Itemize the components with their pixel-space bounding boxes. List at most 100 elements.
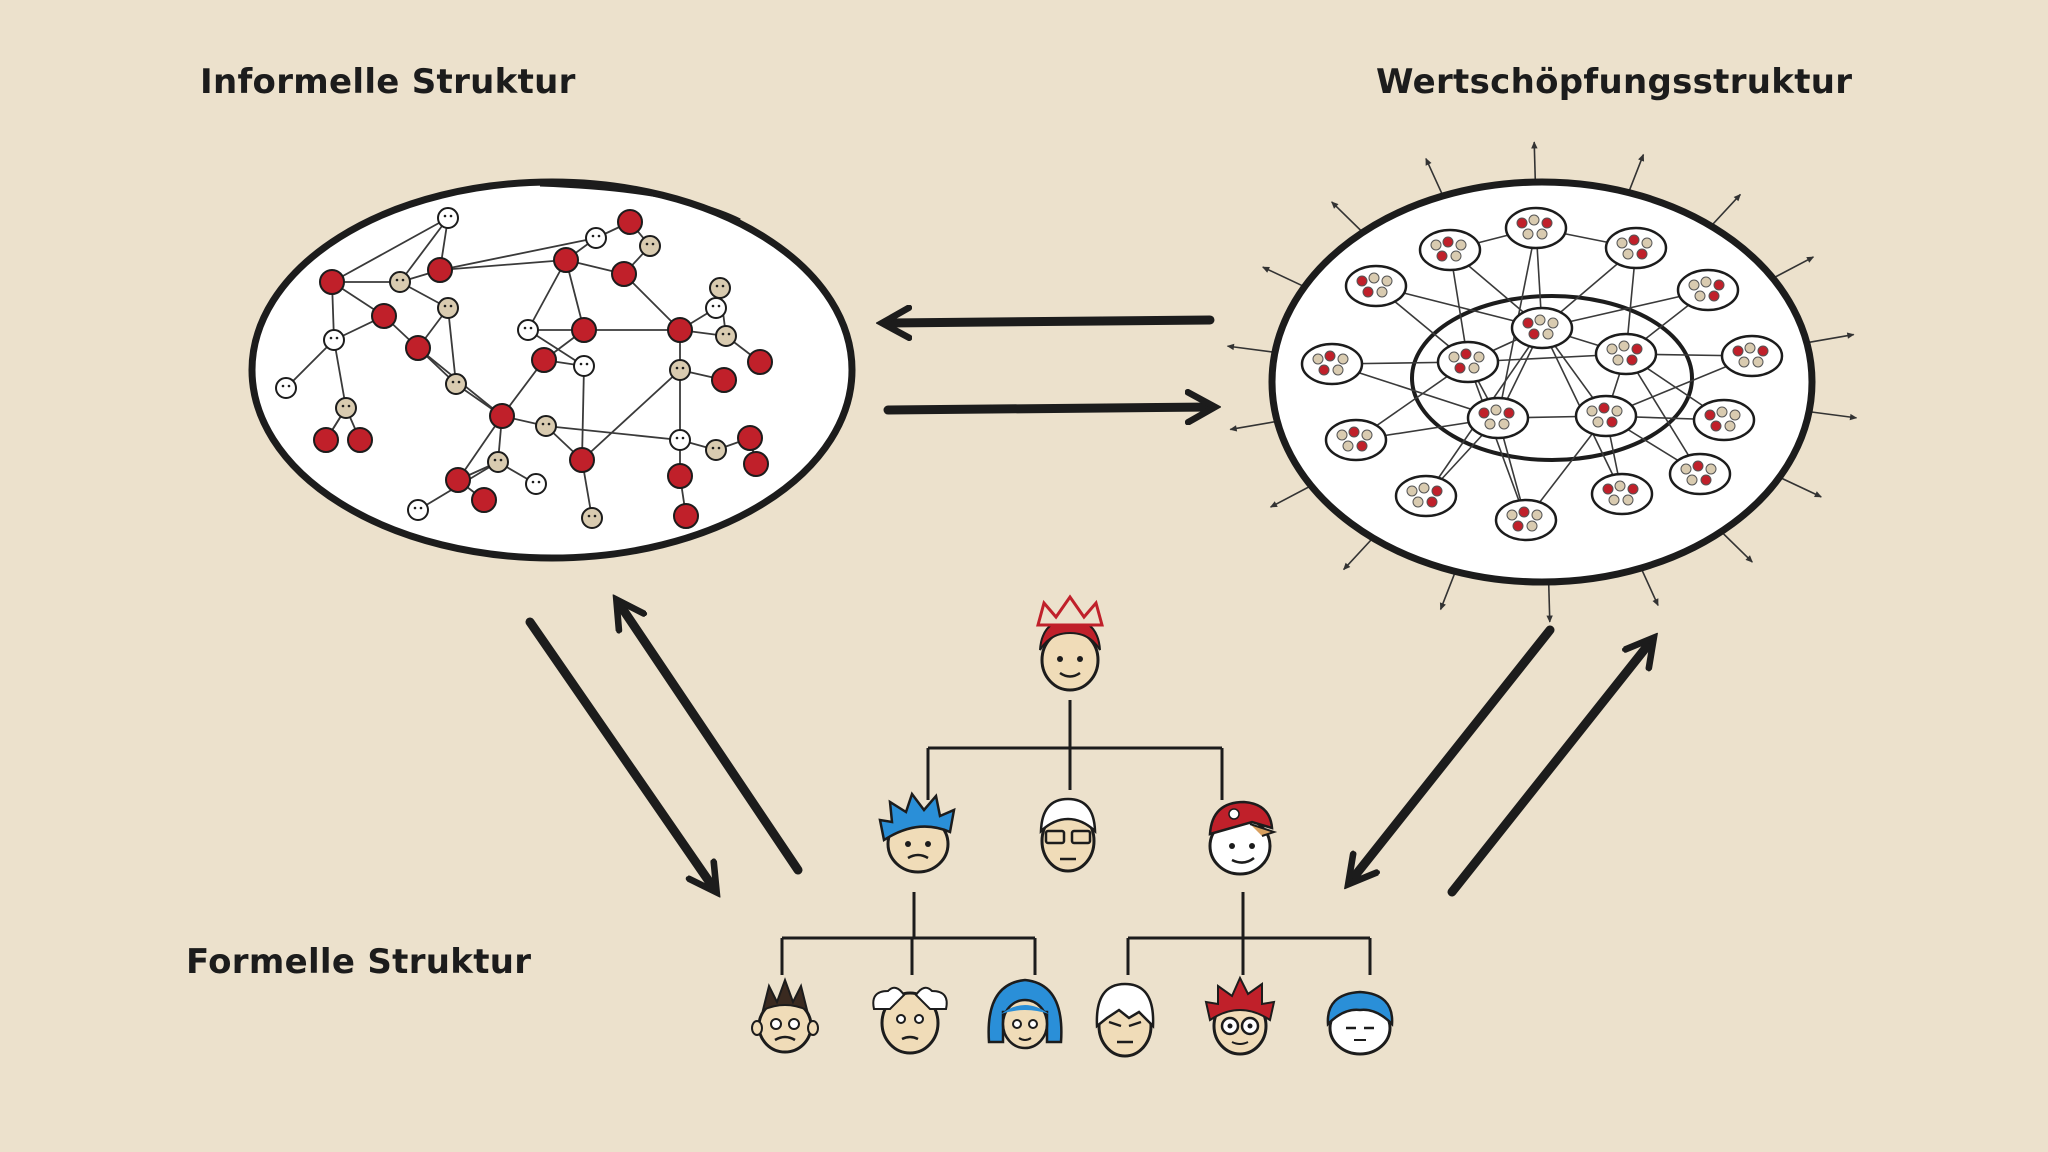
- arrow-formal-to-value: [1447, 640, 1652, 897]
- value-cell-member: [1356, 440, 1368, 452]
- value-cell-member: [1460, 348, 1472, 360]
- value-cell-member: [1381, 275, 1393, 287]
- node-eye: [499, 458, 503, 462]
- value-cell-member: [1376, 286, 1388, 298]
- node-eye: [587, 514, 591, 518]
- network-node: [405, 335, 431, 361]
- label-informal-structure: Informelle Struktur: [200, 62, 576, 102]
- node-eye: [329, 336, 333, 340]
- value-cell-member: [1606, 416, 1618, 428]
- value-cell-member: [1342, 440, 1354, 452]
- node-eye: [717, 304, 721, 308]
- value-cell-member: [1628, 234, 1640, 246]
- value-cell-member: [1636, 248, 1648, 260]
- node-eye: [443, 304, 447, 308]
- value-cell-member: [1602, 483, 1614, 495]
- value-cell-member: [1522, 228, 1534, 240]
- node-eye: [281, 384, 285, 388]
- relationship-arrows: [525, 320, 1652, 897]
- node-eye: [419, 506, 423, 510]
- network-node: [611, 261, 637, 287]
- label-value-creation-structure: Wertschöpfungsstruktur: [1376, 62, 1853, 102]
- value-cell-member: [1426, 496, 1438, 508]
- employee-blue-bob-face: [987, 978, 1063, 1050]
- node-eye: [597, 234, 601, 238]
- node-eye: [717, 446, 721, 450]
- value-cell-member: [1724, 420, 1736, 432]
- value-cell-member: [1611, 405, 1623, 417]
- network-node: [445, 467, 471, 493]
- network-node: [531, 347, 557, 373]
- node-eye: [721, 332, 725, 336]
- network-node: [437, 297, 459, 319]
- network-node: [585, 227, 607, 249]
- network-node: [667, 463, 693, 489]
- value-cell-member: [1418, 482, 1430, 494]
- node-eye: [593, 514, 597, 518]
- value-cell-member: [1729, 409, 1741, 421]
- value-creation-cells: [1300, 206, 1784, 542]
- value-cell: [1394, 474, 1458, 518]
- value-cell-member: [1455, 239, 1467, 251]
- network-node: [445, 373, 467, 395]
- value-creation-network: [1226, 141, 1858, 623]
- value-cell-member: [1436, 250, 1448, 262]
- org-chart-lines: [780, 700, 1372, 975]
- network-node: [427, 257, 453, 283]
- value-cell: [1324, 418, 1388, 462]
- network-node: [737, 425, 763, 451]
- network-node: [347, 427, 373, 453]
- value-cell-member: [1541, 217, 1553, 229]
- value-cell-member: [1627, 483, 1639, 495]
- node-eye: [531, 480, 535, 484]
- node-eye: [401, 278, 405, 282]
- value-cell-member: [1454, 362, 1466, 374]
- network-node: [489, 403, 515, 429]
- value-cell-member: [1528, 328, 1540, 340]
- value-cell-member: [1686, 474, 1698, 486]
- network-node: [389, 271, 411, 293]
- node-eye: [449, 214, 453, 218]
- network-node: [525, 473, 547, 495]
- value-cell-member: [1704, 409, 1716, 421]
- value-cell-member: [1716, 406, 1728, 418]
- value-cell-member: [1622, 494, 1634, 506]
- value-cell-member: [1616, 237, 1628, 249]
- value-cell-member: [1406, 485, 1418, 497]
- node-eye: [449, 304, 453, 308]
- value-cell-member: [1412, 496, 1424, 508]
- value-cell-member: [1361, 429, 1373, 441]
- value-cell: [1466, 396, 1530, 440]
- value-cell-member: [1612, 354, 1624, 366]
- network-link: [439, 259, 567, 271]
- network-link: [623, 273, 681, 331]
- network-node: [709, 277, 731, 299]
- value-cell-member: [1618, 340, 1630, 352]
- value-cell-member: [1522, 317, 1534, 329]
- network-link: [581, 365, 585, 461]
- network-node: [617, 209, 643, 235]
- node-eye: [711, 446, 715, 450]
- node-eye: [547, 422, 551, 426]
- manager-glasses-face: [1039, 797, 1097, 873]
- node-eye: [675, 436, 679, 440]
- employee-grey-hair-face: [1095, 982, 1155, 1058]
- value-cell-member: [1536, 228, 1548, 240]
- arrow-formal-to-informal: [618, 602, 803, 875]
- network-node: [705, 297, 727, 319]
- value-cell-member: [1362, 286, 1374, 298]
- value-cell: [1590, 472, 1654, 516]
- informal-network-nodes: [275, 207, 773, 529]
- value-creation-inner-circle: [1410, 294, 1694, 462]
- value-cell: [1720, 334, 1784, 378]
- value-cell-member: [1608, 494, 1620, 506]
- value-cell-member: [1631, 343, 1643, 355]
- value-cell: [1676, 268, 1740, 312]
- network-node: [487, 451, 509, 473]
- node-eye: [335, 336, 339, 340]
- node-eye: [347, 404, 351, 408]
- employee-white-hair-face: [872, 986, 948, 1055]
- informal-ellipse-stroke-tail: [539, 183, 741, 222]
- value-cell-member: [1744, 342, 1756, 354]
- node-eye: [645, 242, 649, 246]
